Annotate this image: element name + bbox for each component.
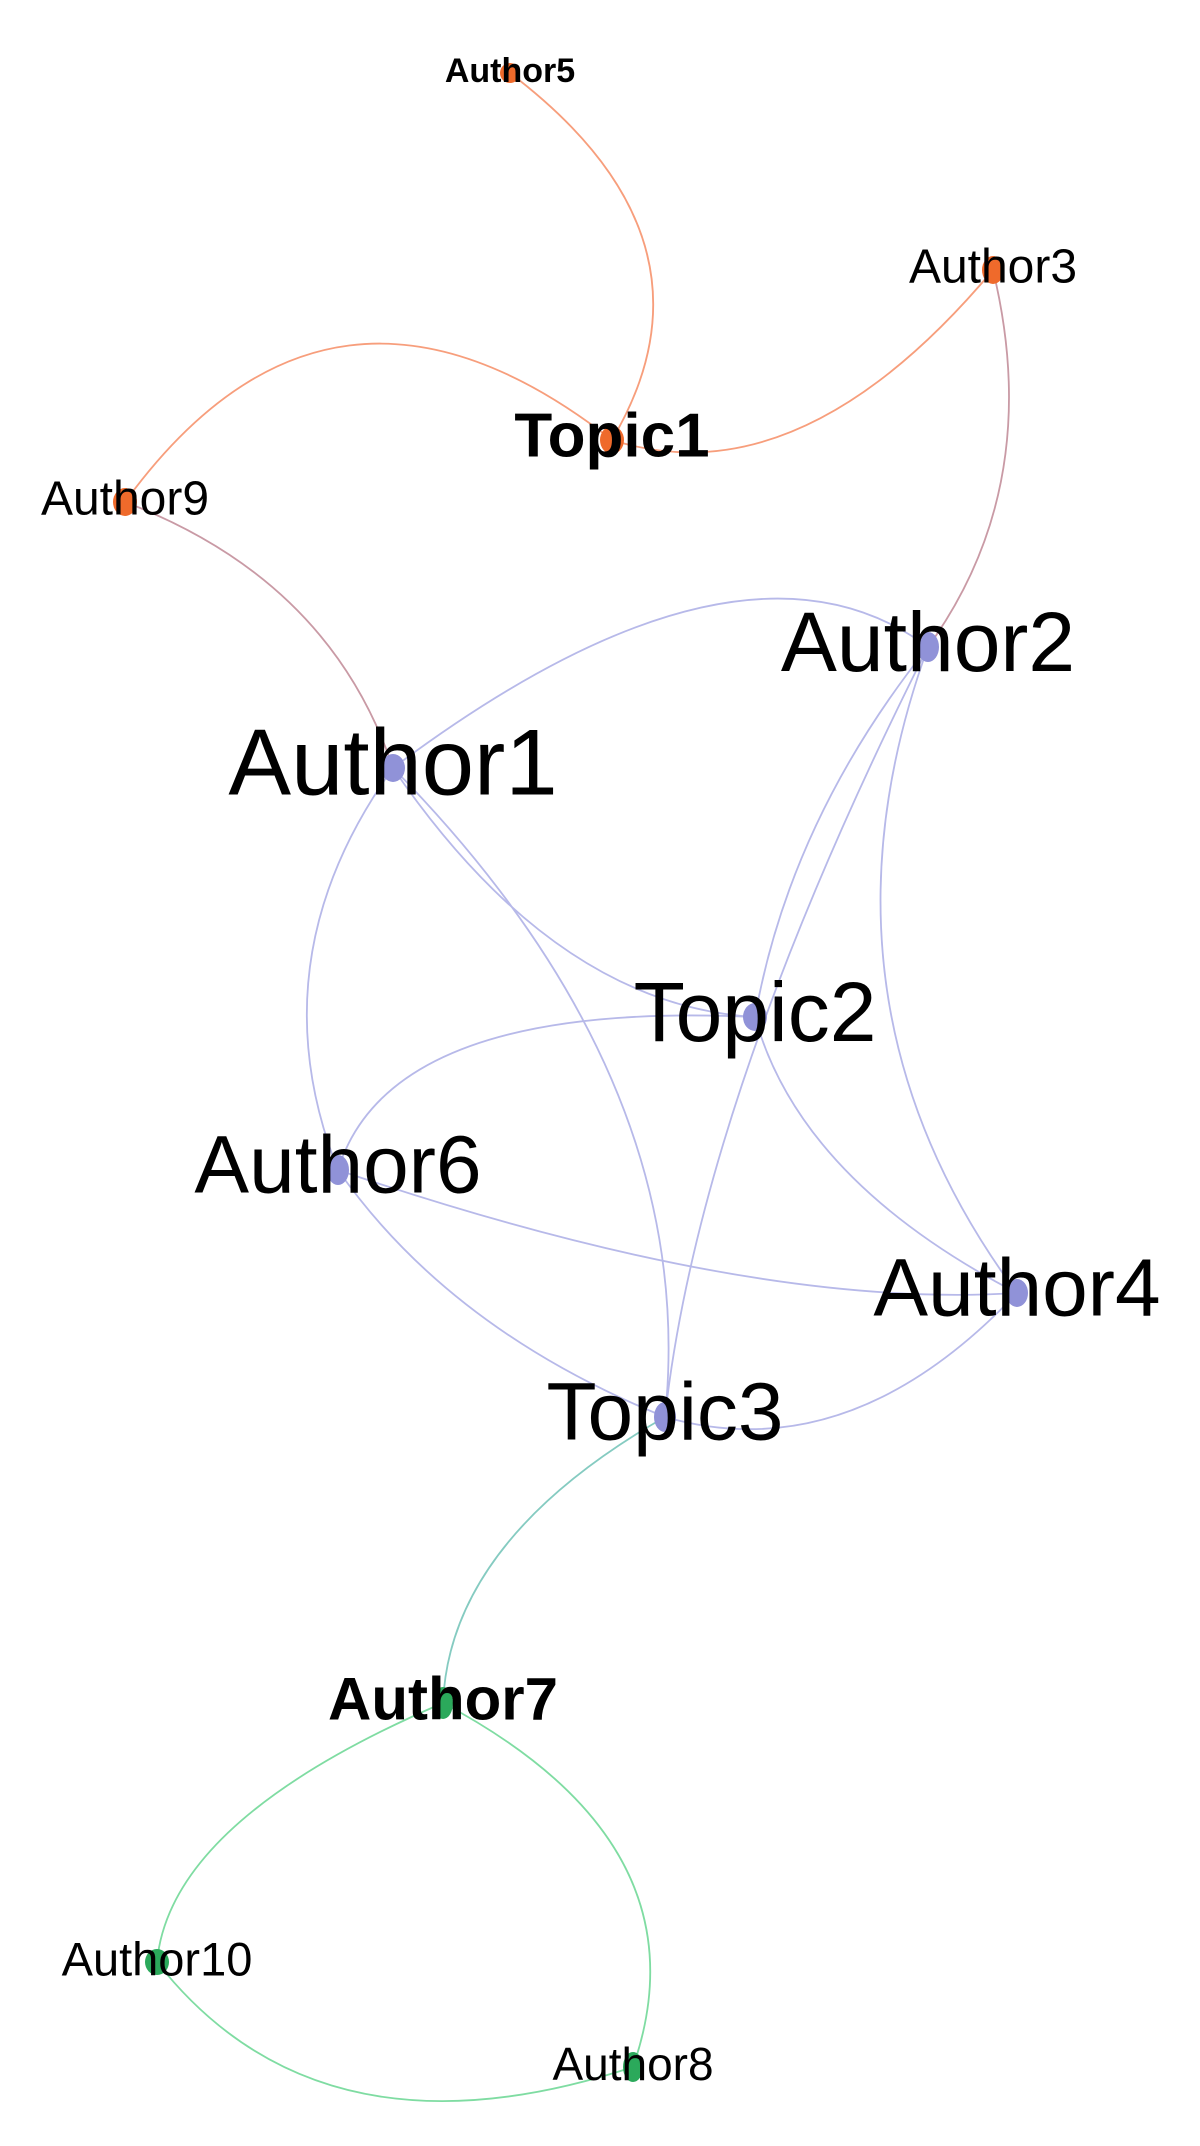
edge-author10-author8 (156, 1961, 634, 2103)
label-author8: Author8 (552, 2038, 713, 2090)
edge-author1-topic2 (392, 767, 756, 1018)
node-author6 (327, 1155, 349, 1185)
edge-topic2-author4 (754, 1016, 1018, 1294)
label-author4: Author4 (873, 1243, 1160, 1334)
edge-author3-author2 (927, 269, 1010, 648)
node-author9 (113, 488, 137, 516)
edge-author6-topic3 (337, 1169, 666, 1418)
label-author9: Author9 (41, 473, 209, 526)
node-author3 (982, 256, 1004, 284)
node-author10 (145, 1949, 169, 1975)
edge-author1-author2 (392, 597, 929, 769)
edge-topic3-author7 (442, 1416, 666, 1704)
node-topic2 (743, 1003, 767, 1031)
edge-author7-author10 (156, 1702, 444, 1963)
edge-author1-author6 (305, 767, 394, 1171)
node-author7 (433, 1687, 453, 1719)
label-author6: Author6 (194, 1120, 481, 1211)
node-author8 (623, 2052, 643, 2082)
node-author5 (500, 63, 520, 83)
label-author7: Author7 (328, 1666, 558, 1733)
label-topic2: Topic2 (634, 965, 877, 1059)
nodes-layer (113, 63, 1028, 2082)
edge-author2-topic3 (664, 646, 929, 1418)
label-author3: Author3 (909, 241, 1077, 294)
edge-author1-topic3 (392, 767, 670, 1418)
edge-author3-topic1 (611, 269, 994, 454)
label-author5: Author5 (445, 52, 575, 90)
edge-author9-topic1 (124, 342, 613, 503)
label-topic3: Topic3 (546, 1367, 783, 1458)
edge-author6-author4 (337, 1169, 1018, 1296)
edge-author5-topic1 (509, 72, 655, 441)
edge-topic3-author4 (664, 1292, 1018, 1431)
edge-author7-author8 (442, 1702, 652, 2068)
label-author1: Author1 (228, 710, 557, 815)
node-author1 (381, 754, 405, 782)
node-topic1 (600, 426, 624, 454)
edge-author2-author4 (879, 646, 1018, 1294)
labels-layer: Author5Author3Topic1Author9Author2Author… (41, 52, 1161, 2090)
node-topic3 (654, 1402, 676, 1432)
edge-author9-author1 (124, 501, 394, 769)
node-author4 (1006, 1279, 1028, 1307)
edge-topic2-author6 (337, 1014, 756, 1171)
label-author10: Author10 (62, 1933, 253, 1986)
edge-author2-topic2 (754, 646, 929, 1018)
label-author2: Author2 (781, 595, 1075, 689)
edges-layer (124, 72, 1018, 2103)
label-topic1: Topic1 (514, 402, 709, 471)
node-author2 (917, 632, 939, 662)
